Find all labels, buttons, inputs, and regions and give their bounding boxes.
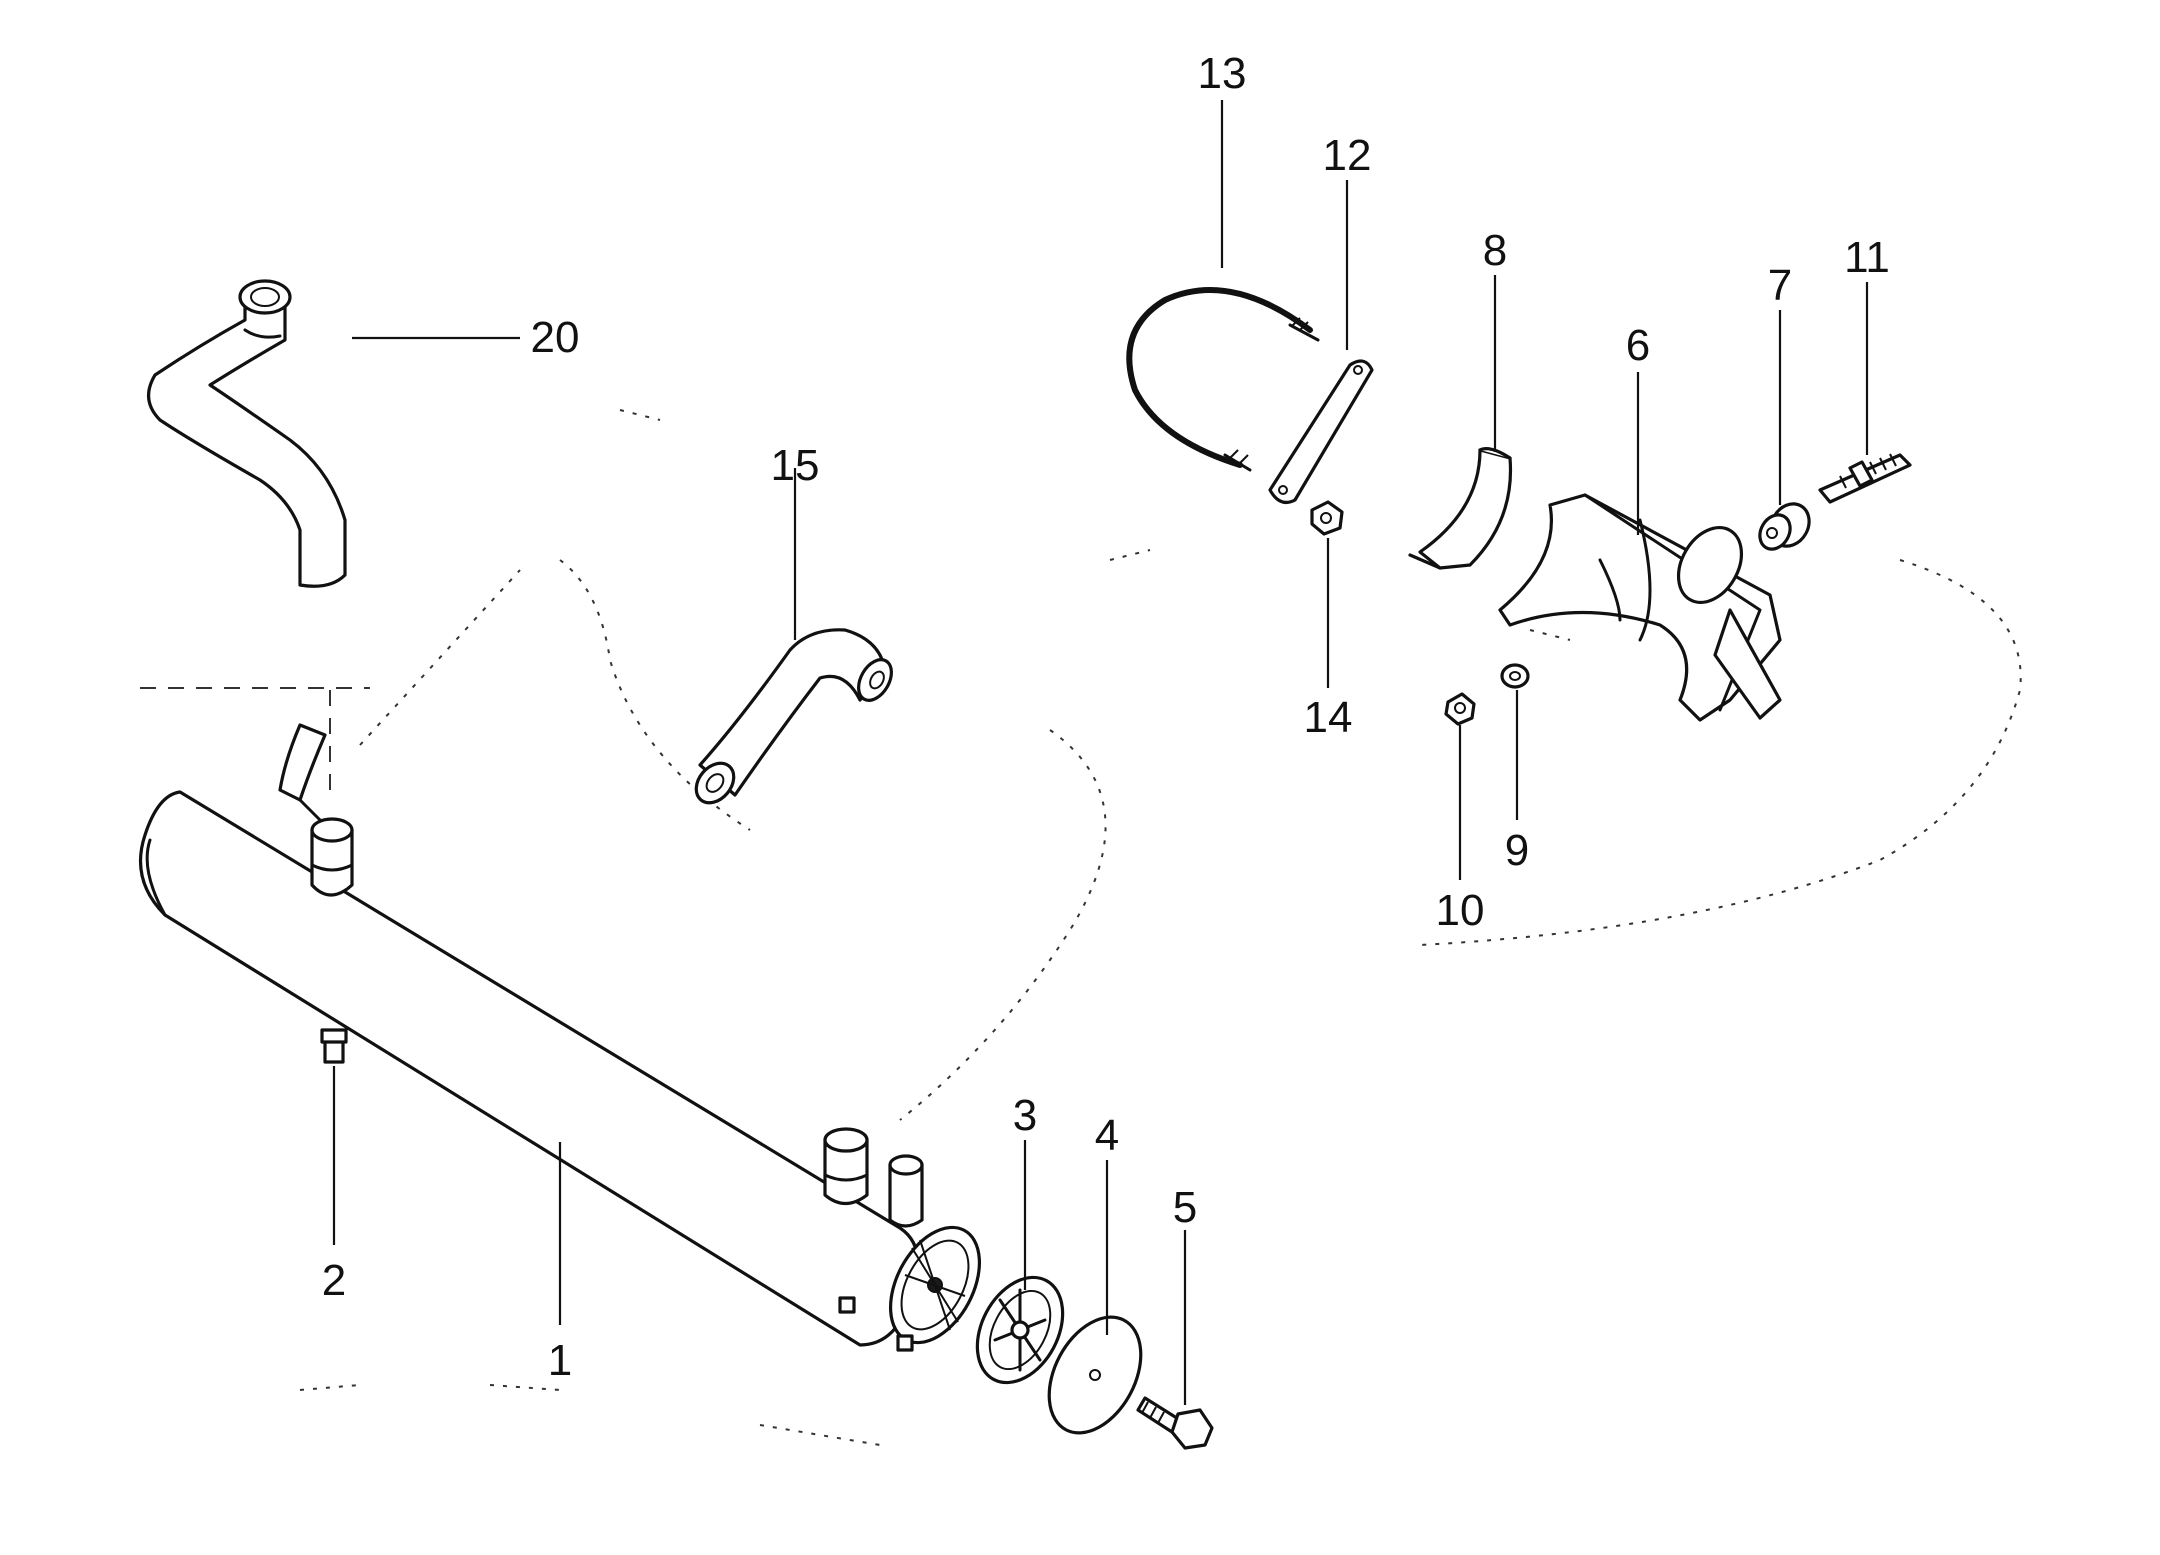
part-4-washer-plate: [1047, 1315, 1143, 1435]
part-1-tube-body: [138, 723, 982, 1352]
part-10-nut: [1444, 692, 1476, 726]
part-12-strap: [1268, 359, 1374, 504]
callout-labels: 20 13 12 8 6 7 11 15 14 9 10 2 1 3 4 5: [322, 49, 1890, 1385]
callout-8: 8: [1483, 226, 1507, 275]
part-5-bolt: [1136, 1396, 1214, 1450]
callout-9: 9: [1505, 826, 1529, 875]
part-9-washer: [1500, 663, 1530, 689]
part-14-nut: [1310, 500, 1344, 536]
callout-4: 4: [1095, 1111, 1119, 1160]
leader-lines: [332, 100, 1869, 1405]
callout-5: 5: [1173, 1183, 1197, 1232]
part-11-stud: [1818, 453, 1912, 504]
part-2-plug: [320, 1028, 348, 1064]
callout-3: 3: [1013, 1091, 1037, 1140]
callout-2: 2: [322, 1256, 346, 1305]
callout-1: 1: [548, 1336, 572, 1385]
callout-20: 20: [531, 313, 580, 362]
part-7-bushing: [1758, 502, 1811, 551]
part-20-hose: [147, 279, 347, 588]
callout-6: 6: [1626, 321, 1650, 370]
callout-13: 13: [1198, 49, 1247, 98]
callout-7: 7: [1768, 261, 1792, 310]
tube-fittings: [310, 817, 924, 1228]
callout-10: 10: [1436, 886, 1485, 935]
callout-14: 14: [1304, 693, 1353, 742]
callout-15: 15: [771, 441, 820, 490]
callout-12: 12: [1323, 131, 1372, 180]
part-8-saddle: [1408, 447, 1513, 570]
part-3-gasket: [975, 1275, 1065, 1385]
callout-11: 11: [1844, 233, 1890, 282]
part-6-bracket: [1498, 493, 1782, 722]
part-15-elbow-hose: [694, 628, 893, 805]
part-13-u-bolt: [1126, 287, 1320, 472]
